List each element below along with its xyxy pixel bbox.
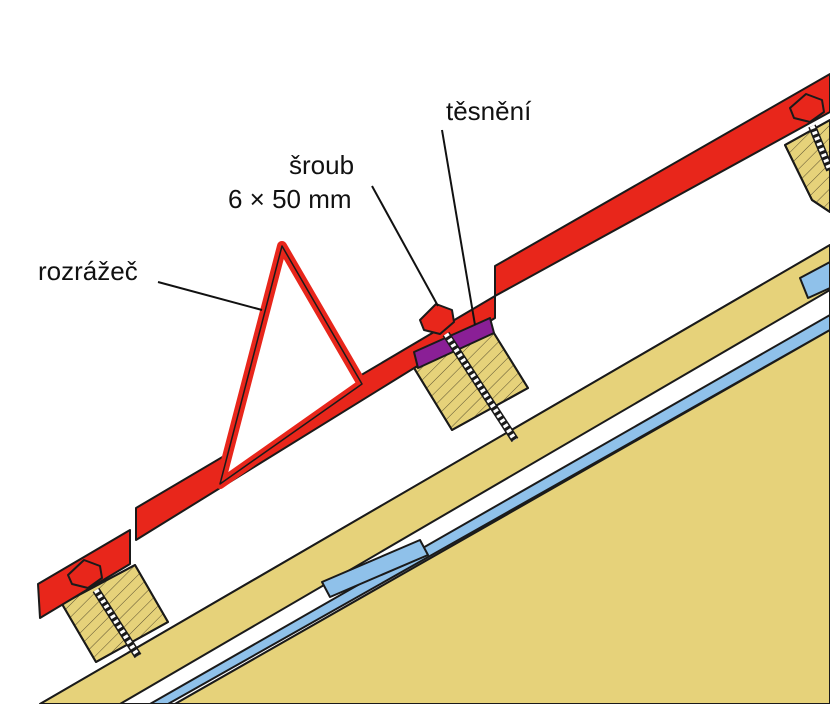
- seal-label: těsnění: [446, 96, 532, 126]
- counter-lath: [39, 244, 830, 704]
- membrane-overlap-2: [799, 261, 830, 299]
- screw-size-label: 6 × 50 mm: [228, 184, 352, 214]
- seal-leader-line: [441, 129, 476, 326]
- screw-left: [67, 559, 142, 659]
- roofing-sheet-upper: [494, 73, 830, 297]
- leader-lines: [157, 129, 476, 326]
- screw-middle: [419, 303, 519, 443]
- screw-label: šroub: [289, 150, 355, 180]
- membrane-overlap-1: [321, 539, 429, 598]
- snow-breaker: [215, 241, 367, 489]
- underlay-membrane: [119, 289, 830, 704]
- snow-breaker-label: rozrážeč: [38, 256, 138, 286]
- membrane-blue-strip: [149, 314, 830, 704]
- screw-leader-line: [371, 185, 439, 307]
- screw-right: [789, 93, 830, 172]
- sub-board: [174, 329, 830, 704]
- snow-breaker-leader-line: [157, 281, 263, 311]
